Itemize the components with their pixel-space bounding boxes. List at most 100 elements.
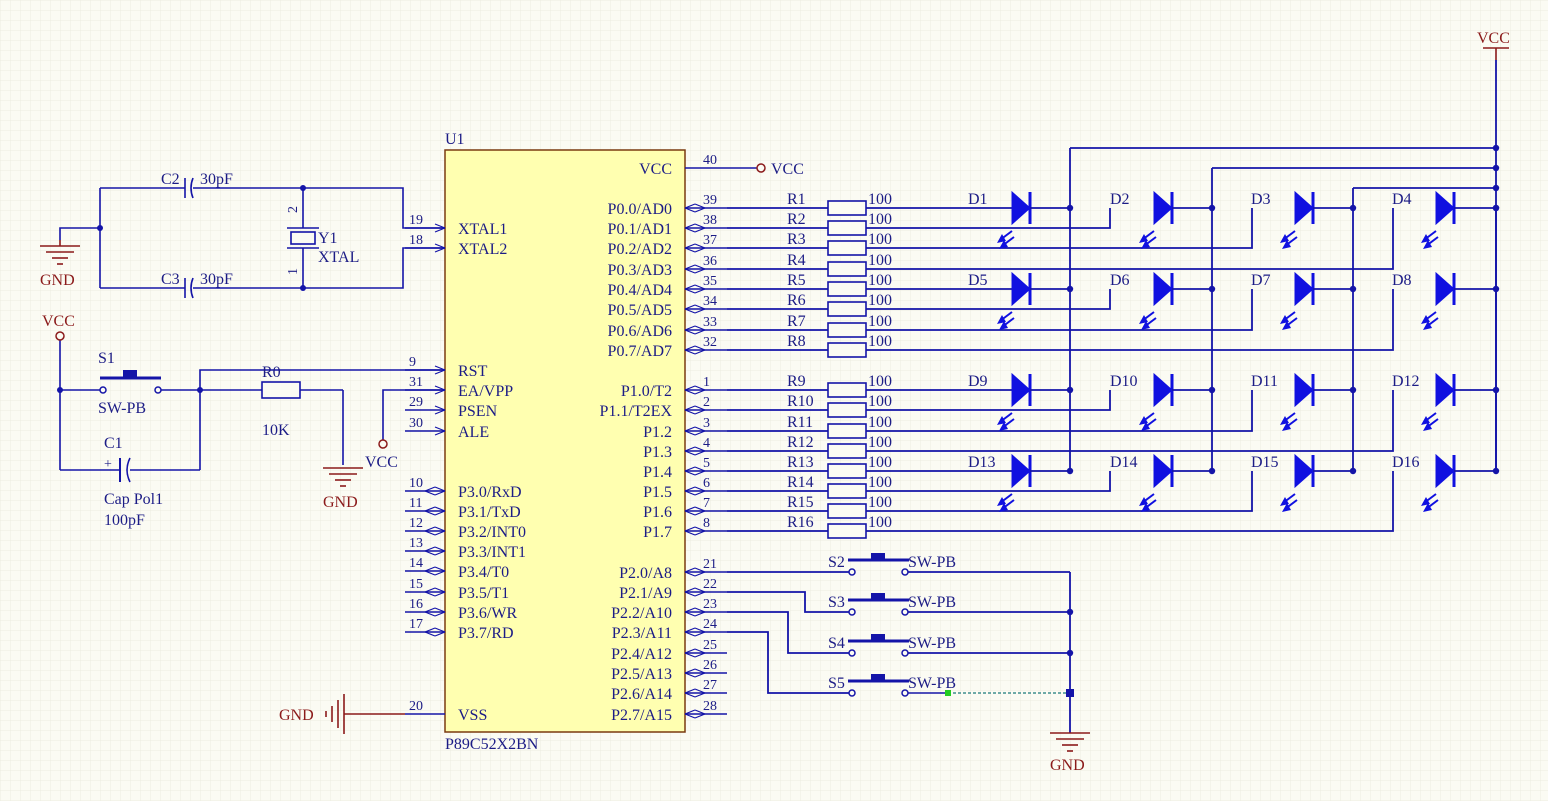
pin-number: 14 bbox=[409, 556, 423, 571]
led-diode[interactable]: D5 bbox=[968, 271, 1074, 330]
resistor-value: 100 bbox=[868, 373, 892, 390]
led-ref: D4 bbox=[1392, 191, 1412, 208]
led-diode[interactable]: D8 bbox=[1392, 271, 1500, 330]
push-button-s1[interactable] bbox=[99, 370, 162, 394]
ground-symbol bbox=[325, 694, 405, 734]
pin-number: 19 bbox=[409, 213, 423, 228]
led-ref: D11 bbox=[1251, 373, 1278, 390]
pin-name: P3.7/RD bbox=[458, 625, 514, 642]
led-diode[interactable]: D14 bbox=[1110, 453, 1216, 512]
chip-pin-right[interactable]: 1P1.0/T2 bbox=[621, 375, 727, 400]
led-diode[interactable]: D13 bbox=[968, 453, 1074, 512]
chip-pin-right[interactable]: 6P1.5 bbox=[643, 476, 727, 501]
led-ref: D7 bbox=[1251, 272, 1271, 289]
led-ref: D3 bbox=[1251, 191, 1271, 208]
led-diode[interactable]: D10 bbox=[1110, 372, 1216, 431]
pin-number: 32 bbox=[703, 335, 717, 350]
chip-pin-right[interactable]: 5P1.4 bbox=[643, 456, 727, 481]
chip-pin-right[interactable]: 3P1.2 bbox=[643, 416, 727, 441]
chip-pin-right[interactable]: 8P1.7 bbox=[643, 516, 727, 541]
chip-designator: U1 bbox=[445, 131, 465, 148]
push-button[interactable]: S5 SW-PB bbox=[828, 674, 1074, 697]
resistor-value: 100 bbox=[868, 231, 892, 248]
led-diode[interactable]: D9 bbox=[968, 372, 1074, 431]
push-button[interactable]: S2 SW-PB bbox=[828, 553, 956, 576]
pin-name: ALE bbox=[458, 424, 489, 441]
resistor-value: 100 bbox=[868, 414, 892, 431]
resistor-ref: R11 bbox=[787, 414, 813, 431]
switch-label: SW-PB bbox=[908, 675, 956, 692]
switch-ref: S2 bbox=[828, 554, 845, 571]
led-diode[interactable]: D7 bbox=[1251, 271, 1357, 330]
pin-name: P3.1/TxD bbox=[458, 504, 521, 521]
led-diode[interactable]: D15 bbox=[1251, 453, 1357, 512]
chip-pin-right[interactable]: 4P1.3 bbox=[643, 436, 727, 461]
resistor-ref: R14 bbox=[787, 474, 814, 491]
s1-ref: S1 bbox=[98, 350, 115, 367]
led-diode[interactable]: D4 bbox=[1392, 190, 1500, 249]
chip-pin-right[interactable]: 7P1.6 bbox=[643, 496, 727, 521]
led-diode[interactable]: D12 bbox=[1392, 372, 1500, 431]
led-diode[interactable]: D3 bbox=[1251, 190, 1357, 249]
led-diode[interactable]: D2 bbox=[1110, 190, 1216, 249]
led-diode[interactable]: D11 bbox=[1251, 372, 1357, 431]
switch-label: SW-PB bbox=[908, 554, 956, 571]
pin-name: P0.0/AD0 bbox=[608, 201, 672, 218]
pin-number: 20 bbox=[409, 699, 423, 714]
led-diode[interactable]: D16 bbox=[1392, 453, 1500, 512]
chip-body[interactable] bbox=[444, 149, 686, 733]
led-diode[interactable]: D1 bbox=[968, 190, 1074, 249]
resistor-r0[interactable] bbox=[261, 381, 301, 399]
led-diode[interactable]: D6 bbox=[1110, 271, 1216, 330]
chip-pin-right[interactable]: 2P1.1/T2EX bbox=[600, 395, 727, 420]
switch-ref: S5 bbox=[828, 675, 845, 692]
resistor[interactable]: R11 100 bbox=[787, 414, 892, 439]
